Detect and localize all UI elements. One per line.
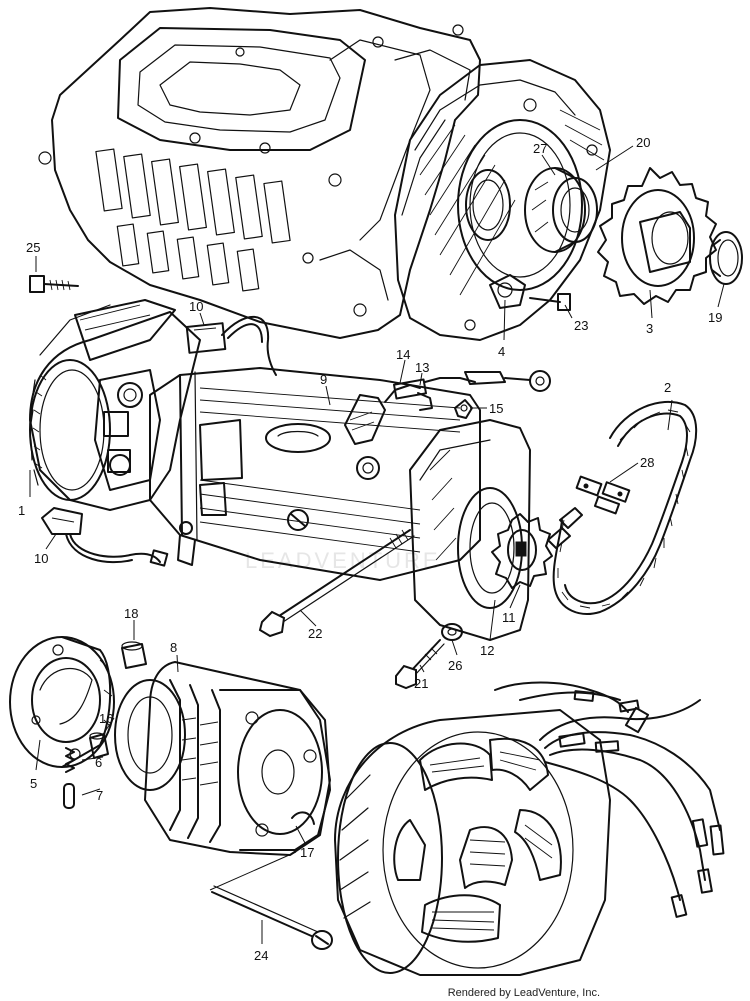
- callout-12: 12: [480, 643, 494, 658]
- callout-20: 20: [636, 135, 650, 150]
- callout-27: 27: [533, 141, 547, 156]
- stator-assembly: [334, 681, 725, 976]
- pin-16: [89, 732, 109, 759]
- screw-24: [211, 885, 333, 950]
- callout-3: 3: [646, 321, 653, 336]
- callout-10-lower: 10: [34, 551, 48, 566]
- master-link-28: [575, 475, 631, 515]
- pin-7: [63, 783, 75, 809]
- starter-generator: [29, 299, 553, 641]
- through-bolt-22: [258, 529, 415, 638]
- callout-4: 4: [498, 344, 505, 359]
- callout-26: 26: [448, 658, 462, 673]
- watermark: LEADVENTURE: [245, 548, 441, 573]
- callout-22: 22: [308, 626, 322, 641]
- callout-28: 28: [640, 455, 654, 470]
- crankcase: [38, 7, 481, 339]
- bolt-25: [29, 275, 79, 293]
- clip-15: [454, 399, 473, 419]
- callout-11: 11: [502, 610, 516, 625]
- callout-2: 2: [664, 380, 671, 395]
- callout-25: 25: [26, 240, 40, 255]
- brush-10-lower: [41, 507, 169, 567]
- callout-5: 5: [30, 776, 37, 791]
- callout-labels: 1 2 3 4 5 6 7 8 9 10 10 11 12 13 14 15 1…: [18, 135, 722, 963]
- callout-9: 9: [320, 372, 327, 387]
- callout-7: 7: [96, 788, 103, 803]
- callout-6: 6: [95, 755, 102, 770]
- callout-21: 21: [414, 676, 428, 691]
- sprocket-housing: [394, 59, 611, 341]
- pin-18: [121, 641, 147, 669]
- rotor-8: [114, 661, 331, 856]
- callout-18: 18: [124, 606, 138, 621]
- brush-10-upper: [185, 315, 277, 376]
- sprocket-3: [597, 167, 717, 305]
- chain-2: [547, 400, 698, 615]
- callout-8: 8: [170, 640, 177, 655]
- footer-credit: Rendered by LeadVenture, Inc.: [447, 987, 600, 999]
- callout-17: 17: [300, 845, 314, 860]
- callout-leaders: [29, 145, 725, 944]
- bearing-27: [524, 167, 598, 253]
- callout-14: 14: [396, 347, 410, 362]
- seal-19: [709, 231, 743, 285]
- callout-23: 23: [574, 318, 588, 333]
- cam-disc-5: [9, 636, 115, 768]
- wires-13-14: [384, 370, 551, 411]
- callout-15: 15: [489, 401, 503, 416]
- callout-16: 16: [99, 711, 113, 726]
- callout-10-upper: 10: [189, 299, 203, 314]
- callout-1: 1: [18, 503, 25, 518]
- washer-26: [441, 623, 463, 641]
- callout-19: 19: [708, 310, 722, 325]
- callout-24: 24: [254, 948, 268, 963]
- bolt-23: [529, 293, 571, 311]
- spring-6: [65, 747, 75, 773]
- bolt-21: [395, 639, 445, 690]
- callout-13: 13: [415, 360, 429, 375]
